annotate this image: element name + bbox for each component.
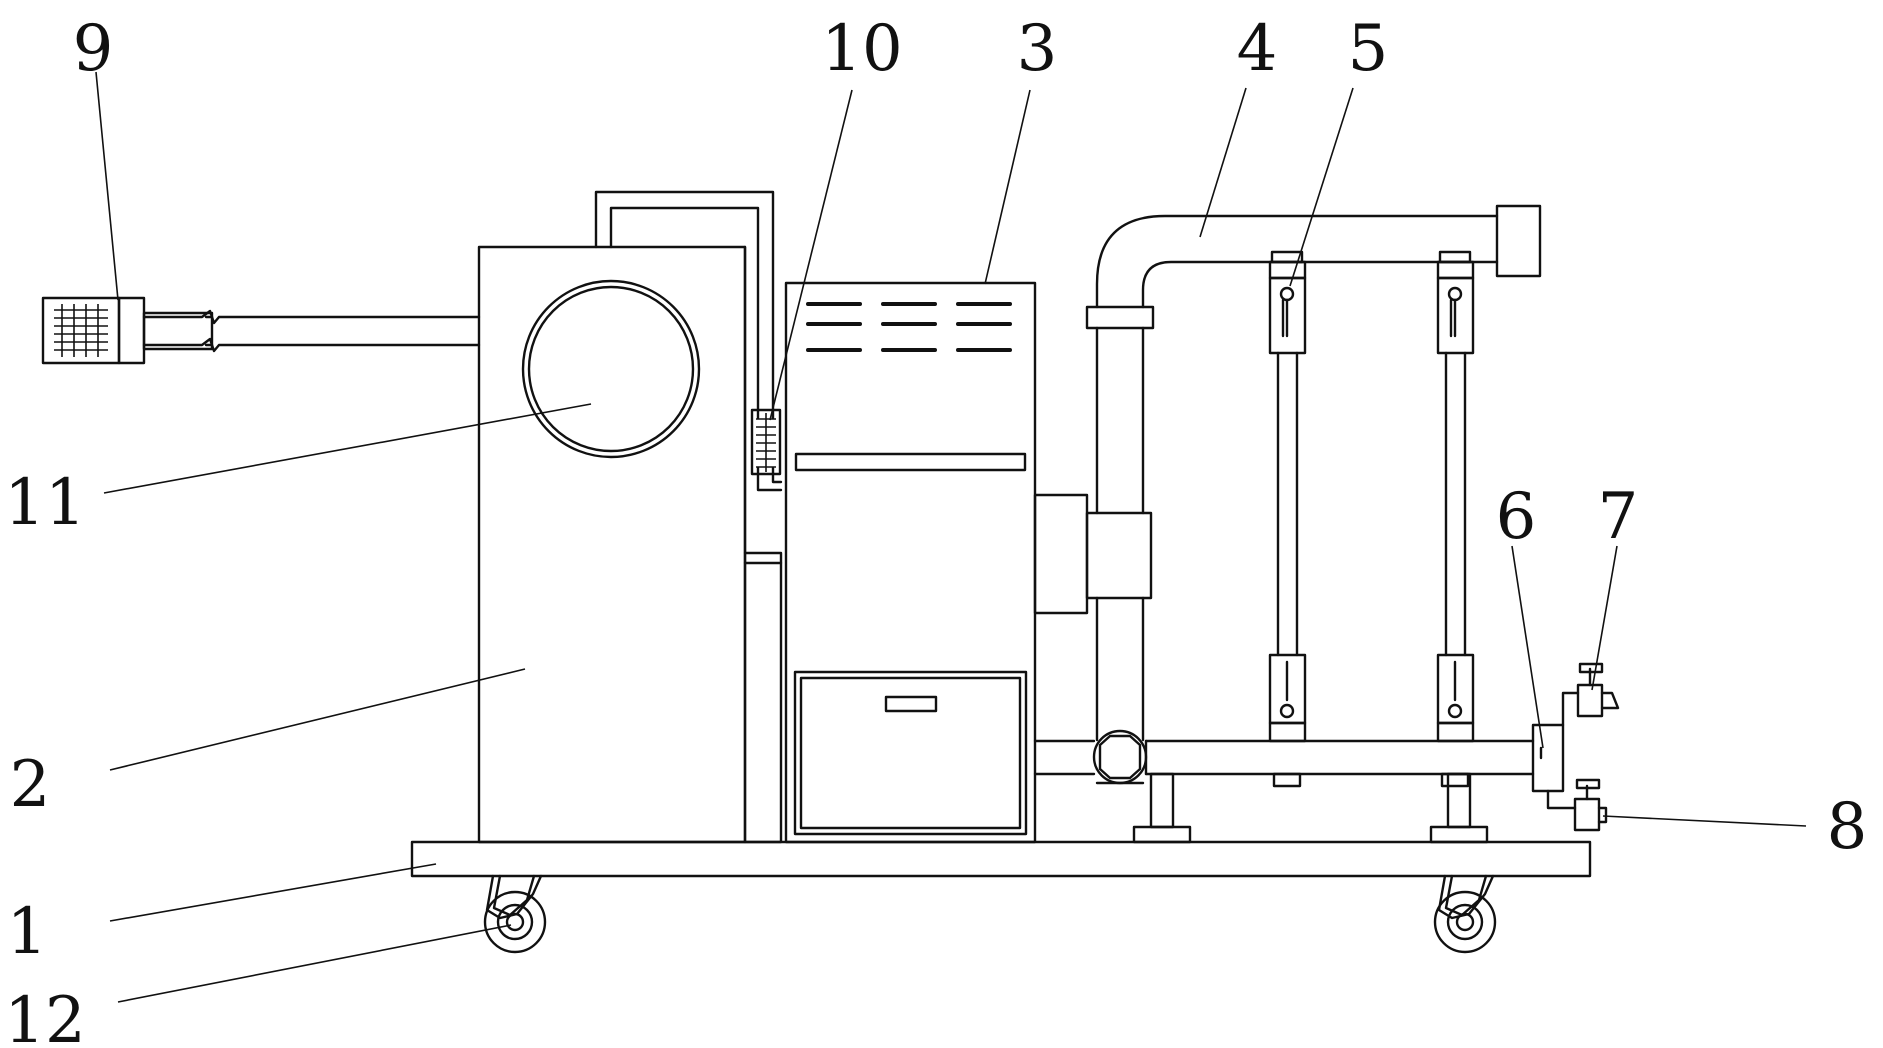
label-11: 11 xyxy=(4,466,85,540)
side-grille xyxy=(750,408,782,476)
label-3: 3 xyxy=(1017,12,1058,86)
part-labels: 9 10 3 4 5 6 7 8 11 2 1 12 xyxy=(4,12,1867,1048)
base-platform xyxy=(410,840,1592,878)
label-7: 7 xyxy=(1598,480,1639,554)
caster-wheel-right xyxy=(1433,874,1497,954)
label-2: 2 xyxy=(10,748,51,822)
label-9: 9 xyxy=(73,12,114,86)
round-viewing-window xyxy=(521,279,701,459)
filter-column-right xyxy=(1436,250,1475,788)
label-6: 6 xyxy=(1496,480,1537,554)
suction-head xyxy=(41,296,214,365)
upper-valve xyxy=(1561,662,1620,727)
label-1: 1 xyxy=(7,895,48,969)
label-12: 12 xyxy=(4,984,85,1048)
label-10: 10 xyxy=(821,12,902,86)
pipe-support-left xyxy=(1132,772,1192,844)
label-8: 8 xyxy=(1827,790,1868,864)
filter-column-left xyxy=(1268,250,1307,788)
top-connecting-tube xyxy=(594,190,783,492)
left-cabinet xyxy=(477,245,783,844)
separator-unit xyxy=(1531,723,1565,793)
vertical-pipe xyxy=(1085,204,1542,785)
label-4: 4 xyxy=(1237,12,1278,86)
lower-valve xyxy=(1546,778,1608,832)
pipe-support-right xyxy=(1429,772,1489,844)
main-machine-cabinet xyxy=(784,281,1089,844)
suction-hose xyxy=(142,309,481,353)
label-5: 5 xyxy=(1348,12,1389,86)
leader-lines xyxy=(95,71,1807,1003)
caster-wheel-left xyxy=(483,874,547,954)
horizontal-pipe xyxy=(1033,739,1535,776)
